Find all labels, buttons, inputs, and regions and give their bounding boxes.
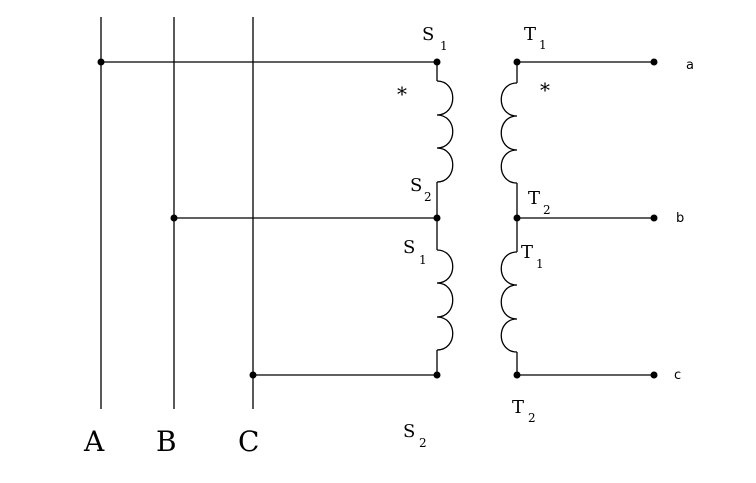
output-label-c: c [674, 368, 681, 383]
output-label-b: b [676, 211, 684, 226]
secondary-winding-1 [500, 82, 518, 184]
svg-text:1: 1 [539, 38, 547, 52]
svg-text:T: T [528, 188, 540, 209]
junction-dot [170, 214, 178, 222]
terminal-label-s2-upper: S 2 [410, 175, 432, 204]
junction-dot [433, 371, 441, 379]
terminal-label-t2-upper: T 2 [528, 188, 551, 217]
svg-text:T: T [521, 242, 533, 263]
junction-dot [513, 371, 521, 379]
bus-label-b: B [156, 425, 177, 458]
svg-text:2: 2 [543, 203, 551, 217]
junction-dot [97, 58, 105, 66]
svg-text:2: 2 [528, 411, 536, 425]
svg-text:1: 1 [536, 257, 544, 271]
terminal-label-s1-lower: S 1 [403, 237, 427, 267]
svg-text:S: S [422, 24, 434, 45]
junction-dot [249, 371, 257, 379]
svg-text:2: 2 [424, 190, 432, 204]
output-label-a: a [686, 58, 694, 73]
svg-text:1: 1 [440, 39, 448, 53]
junction-dot [513, 58, 521, 66]
secondary-winding-2 [500, 251, 518, 353]
terminal-label-t2-bottom: T 2 [512, 397, 536, 425]
svg-text:S: S [410, 175, 422, 196]
junction-dot [433, 214, 441, 222]
output-terminal-dot [650, 214, 658, 222]
polarity-mark-secondary: * [540, 78, 550, 102]
junction-dot [513, 214, 521, 222]
output-terminal-dot [650, 58, 658, 66]
primary-winding-1 [436, 80, 454, 183]
terminal-label-s1-top: S 1 [422, 24, 448, 53]
bus-label-a: A [83, 425, 105, 458]
output-terminal-dot [650, 371, 658, 379]
terminal-label-t1-top: T 1 [524, 24, 547, 52]
terminal-label-s2-bottom: S 2 [403, 421, 427, 450]
bus-label-c: C [238, 425, 259, 458]
polarity-mark-primary: * [397, 82, 407, 106]
svg-text:2: 2 [419, 436, 427, 450]
svg-text:T: T [524, 24, 536, 45]
svg-text:1: 1 [419, 253, 427, 267]
terminal-label-t1-lower: T 1 [521, 242, 544, 271]
junction-dot [433, 58, 441, 66]
svg-text:S: S [403, 237, 415, 258]
primary-winding-2 [436, 249, 454, 351]
svg-text:T: T [512, 397, 524, 418]
svg-text:S: S [403, 421, 415, 442]
